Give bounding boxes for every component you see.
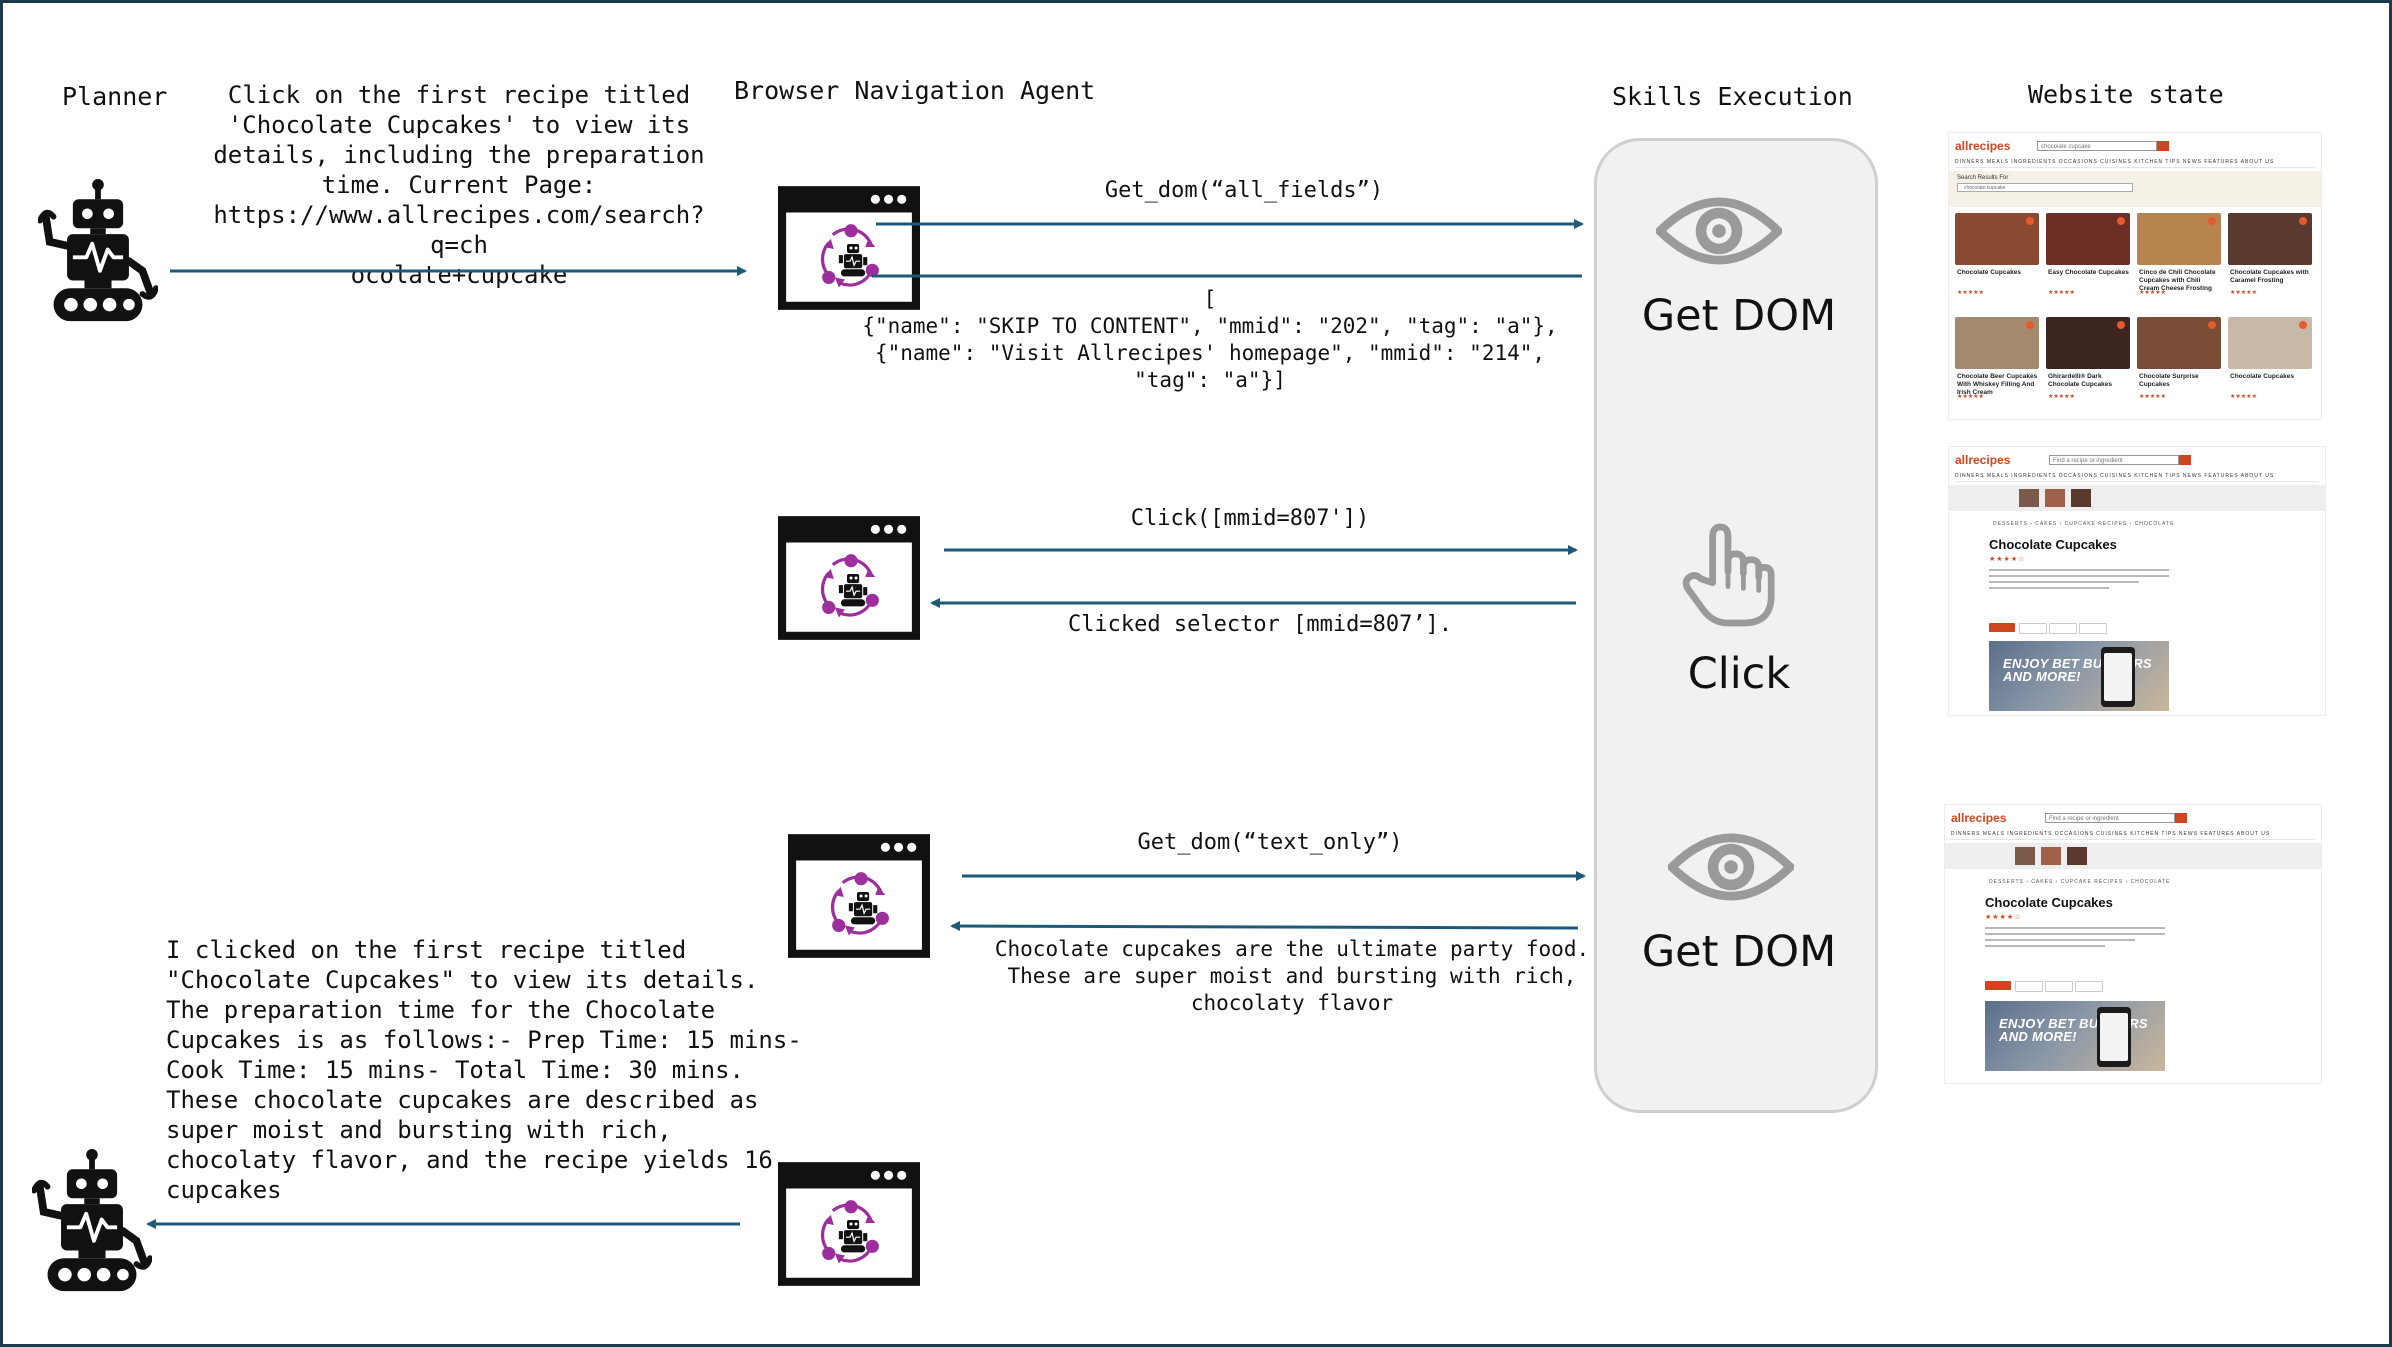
recipe-card-image xyxy=(2228,213,2312,265)
thumb-search-input-2: Find a recipe or ingredient xyxy=(2049,455,2179,465)
recipe-card-title: Chocolate Surprise Cupcakes xyxy=(2139,373,2199,388)
thumb-promo-text-1: ENJOY BET BUILDERS AND MORE! xyxy=(2003,656,2152,684)
response-text-1: [ {"name": "SKIP TO CONTENT", "mmid": "2… xyxy=(862,287,1558,392)
planner-answer-text: I clicked on the first recipe titled "Ch… xyxy=(166,936,802,1204)
planner-header: Planner xyxy=(62,82,168,111)
website-state-recipe-detail-2: allrecipes Find a recipe or ingredient D… xyxy=(1944,804,2322,1084)
recipe-card-title: Chocolate Cupcakes with Caramel Frosting xyxy=(2230,269,2309,284)
recipe-card[interactable]: Cinco de Chili Chocolate Cupcakes with C… xyxy=(2137,213,2221,301)
skill-label-get-dom-1: Get DOM xyxy=(1641,291,1837,341)
recipe-card-image xyxy=(2228,317,2312,369)
skill-label-click: Click xyxy=(1687,649,1791,699)
website-header: Website state xyxy=(2028,80,2224,109)
agent-header: Browser Navigation Agent xyxy=(734,76,1096,105)
recipe-card-title: Cinco de Chili Chocolate Cupcakes with C… xyxy=(2139,269,2216,292)
allrecipes-logo-3: allrecipes xyxy=(1951,811,2007,825)
recipe-card[interactable]: Chocolate Surprise Cupcakes ★★★★★ xyxy=(2137,317,2221,405)
click-hand-icon xyxy=(1686,527,1771,623)
browser-agent-icon-4 xyxy=(778,1162,920,1286)
planner-robot-icon-bottom xyxy=(34,1149,150,1291)
recipe-card-rating: ★★★★★ xyxy=(2230,289,2257,296)
recipe-card-title: Chocolate Cupcakes xyxy=(2230,373,2294,380)
thumb-band-title: Search Results For xyxy=(1957,175,2009,181)
response-text-2: Clicked selector [mmid=807’]. xyxy=(1067,612,1453,637)
phone-icon-2 xyxy=(2097,1007,2131,1067)
allrecipes-logo: allrecipes xyxy=(1955,139,2011,153)
call-text-1: Get_dom(“all_fields”) xyxy=(1104,178,1384,203)
recipe-card-image xyxy=(2137,213,2221,265)
recipe-card-image xyxy=(1955,213,2039,265)
thumb-rating-2: ★★★★☆ xyxy=(1985,914,2022,921)
recipe-card-image xyxy=(2137,317,2221,369)
recipe-card-title: Easy Chocolate Cupcakes xyxy=(2048,269,2129,276)
recipe-card-rating: ★★★★★ xyxy=(2230,393,2257,400)
get-dom-eye-icon-2 xyxy=(1672,838,1790,896)
response-text-3: Chocolate cupcakes are the ultimate part… xyxy=(994,937,1590,1015)
recipe-card-rating: ★★★★★ xyxy=(2139,289,2166,296)
thumb-search-button xyxy=(2157,141,2169,151)
website-state-recipe-detail-1: allrecipes Find a recipe or ingredient D… xyxy=(1948,446,2326,716)
recipe-card-rating: ★★★★★ xyxy=(2048,289,2075,296)
thumb-nav-3: DINNERS MEALS INGREDIENTS OCCASIONS CUIS… xyxy=(1951,831,2315,840)
recipe-card-title: Chocolate Cupcakes xyxy=(1957,269,2021,276)
thumb-breadcrumb-1: DESSERTS › CAKES › CUPCAKE RECIPES › CHO… xyxy=(1993,521,2175,527)
thumb-recipe-title-1: Chocolate Cupcakes xyxy=(1989,537,2117,552)
planner-robot-icon xyxy=(40,179,156,321)
thumb-rating-1: ★★★★☆ xyxy=(1989,556,2026,563)
recipe-card-title: Ghirardelli® Dark Chocolate Cupcakes xyxy=(2048,373,2112,388)
call-text-2: Click([mmid=807']) xyxy=(1130,506,1370,531)
thumb-promo-text-2: ENJOY BET BUILDERS AND MORE! xyxy=(1999,1016,2148,1044)
recipe-card-title: Chocolate Beer Cupcakes With Whiskey Fil… xyxy=(1957,373,2038,396)
allrecipes-logo-2: allrecipes xyxy=(1955,453,2011,467)
recipe-card-image xyxy=(1955,317,2039,369)
recipe-card[interactable]: Easy Chocolate Cupcakes ★★★★★ xyxy=(2046,213,2130,301)
thumb-promo-banner-2: ENJOY BET BUILDERS AND MORE! xyxy=(1985,1001,2165,1071)
skill-label-get-dom-2: Get DOM xyxy=(1641,927,1837,977)
thumb-nav: DINNERS MEALS INGREDIENTS OCCASIONS CUIS… xyxy=(1955,159,2315,168)
thumb-breadcrumb-2: DESSERTS › CAKES › CUPCAKE RECIPES › CHO… xyxy=(1989,879,2171,885)
recipe-card[interactable]: Chocolate Cupcakes ★★★★★ xyxy=(1955,213,2039,301)
recipe-card-image xyxy=(2046,317,2130,369)
recipe-card-image xyxy=(2046,213,2130,265)
recipe-card-rating: ★★★★★ xyxy=(1957,289,1984,296)
recipe-card[interactable]: Ghirardelli® Dark Chocolate Cupcakes ★★★★… xyxy=(2046,317,2130,405)
call-text-3: Get_dom(“text_only”) xyxy=(1137,830,1403,855)
browser-agent-icon-3 xyxy=(788,834,930,958)
response-arrow-3 xyxy=(950,921,1579,932)
thumb-search-input-3: Find a recipe or ingredient xyxy=(2045,813,2175,823)
get-dom-eye-icon-1 xyxy=(1660,202,1778,260)
recipe-card-rating: ★★★★★ xyxy=(1957,393,1984,400)
browser-agent-icon-1 xyxy=(778,186,920,310)
thumb-promo-banner-1: ENJOY BET BUILDERS AND MORE! xyxy=(1989,641,2169,711)
recipe-card-rating: ★★★★★ xyxy=(2048,393,2075,400)
recipe-card[interactable]: Chocolate Beer Cupcakes With Whiskey Fil… xyxy=(1955,317,2039,405)
thumb-nav-2: DINNERS MEALS INGREDIENTS OCCASIONS CUIS… xyxy=(1955,473,2319,482)
thumb-band-input: chocolate cupcake xyxy=(1957,183,2133,192)
planner-query-text: Click on the first recipe titled 'Chocol… xyxy=(213,81,705,289)
thumb-recipe-title-2: Chocolate Cupcakes xyxy=(1985,895,2113,910)
browser-agent-icon-2 xyxy=(778,516,920,640)
website-state-search-results: allrecipes chocolate cupcake DINNERS MEA… xyxy=(1948,132,2322,420)
skills-header: Skills Execution xyxy=(1612,82,1853,111)
phone-icon xyxy=(2101,647,2135,707)
thumb-search-input: chocolate cupcake xyxy=(2037,141,2157,151)
recipe-card-rating: ★★★★★ xyxy=(2139,393,2166,400)
recipe-card[interactable]: Chocolate Cupcakes ★★★★★ xyxy=(2228,317,2312,405)
recipe-card[interactable]: Chocolate Cupcakes with Caramel Frosting… xyxy=(2228,213,2312,301)
